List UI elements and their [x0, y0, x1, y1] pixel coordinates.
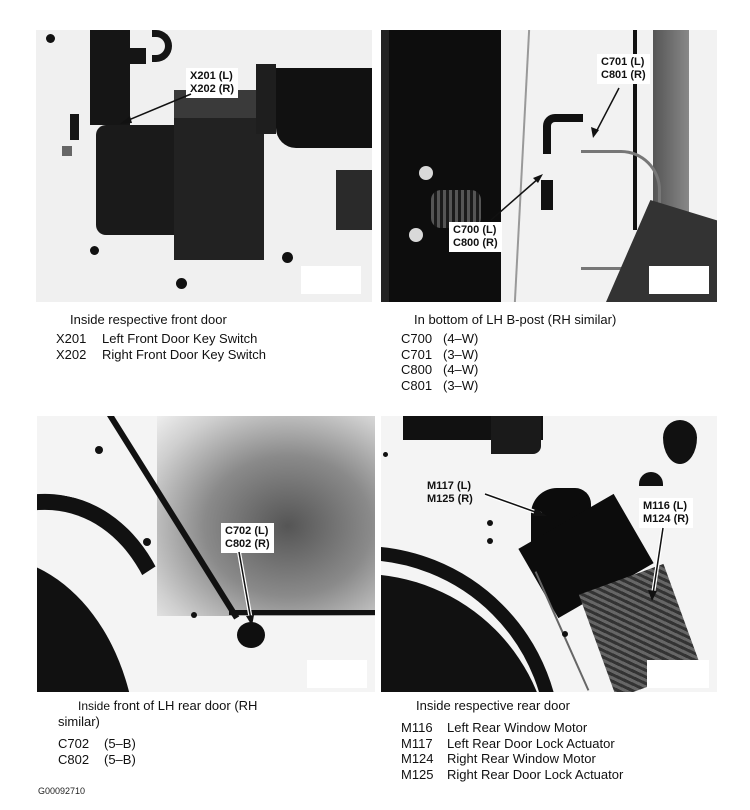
callout-x201-x202: X201 (L) X202 (R) [186, 68, 239, 98]
latch-column [90, 30, 130, 125]
photo-label-blank [301, 266, 361, 294]
legend-b-post: C700(4–W) C701(3–W) C800(4–W) C801(3–W) [401, 331, 478, 393]
legend-row: C702(5–B) [58, 736, 136, 751]
caption-lh-rear-door: Inside front of LH rear door (RH [78, 698, 258, 713]
screw-hole [562, 631, 568, 637]
harness-bottom [229, 610, 375, 615]
connector-body [541, 180, 553, 210]
callout-c702-c802: C702 (L) C802 (R) [221, 523, 274, 553]
screw-hole [90, 246, 99, 255]
caption-rear-door: Inside respective rear door [416, 698, 570, 713]
bolt [419, 166, 433, 180]
legend-row: C801(3–W) [401, 377, 479, 393]
latch-arm [124, 48, 146, 64]
access-hole [663, 420, 697, 464]
caption-lh-rear-door-cont: similar) [58, 714, 100, 729]
screw-hole [383, 452, 388, 457]
frame-edge [381, 30, 389, 302]
screw-hole [46, 34, 55, 43]
legend-row: C800(4–W) [401, 362, 479, 377]
photo-label-blank [649, 266, 709, 294]
legend-row: C701(3–W) [401, 346, 479, 362]
callout-m117-m125: M117 (L) M125 (R) [427, 480, 473, 505]
caption-front-door: Inside respective front door [70, 312, 227, 327]
screw-hole [176, 278, 187, 289]
callout-m116-m124: M116 (L) M124 (R) [639, 498, 693, 528]
bracket-arm [256, 64, 276, 134]
hook [152, 30, 172, 62]
legend-lh-rear-door: C702(5–B) C802(5–B) [58, 736, 136, 767]
screw-hole [95, 446, 103, 454]
corrugated-boot [431, 190, 481, 228]
crossbar [276, 68, 372, 148]
connector [237, 622, 265, 648]
screw-hole [143, 538, 151, 546]
photo-b-post: C701 (L) C801 (R) C700 (L) C800 (R) [381, 30, 717, 302]
post-line [513, 30, 531, 302]
top-latch [491, 416, 541, 454]
photo-label-blank [307, 660, 367, 688]
callout-c700-c800: C700 (L) C800 (R) [449, 222, 502, 252]
figure-id: G00092710 [38, 786, 86, 796]
door-panel-shade [157, 416, 375, 616]
screw-hole [282, 252, 293, 263]
photo-front-door: X201 (L) X202 (R) [36, 30, 372, 302]
photo-rear-door: M117 (L) M125 (R) M116 (L) M124 (R) [381, 416, 717, 692]
small-clip [70, 114, 79, 140]
door-frame-dark [381, 30, 501, 302]
photo-label-blank [647, 660, 709, 688]
small-block [62, 146, 72, 156]
side-pocket [336, 170, 372, 230]
photo-lh-rear-door: C702 (L) C802 (R) [37, 416, 375, 692]
legend-row: C700(4–W) [401, 331, 479, 346]
rail [633, 30, 637, 230]
bolt [409, 228, 423, 242]
screw-hole [487, 520, 493, 526]
access-hole-small [639, 472, 663, 486]
caption-b-post: In bottom of LH B-post (RH similar) [414, 312, 617, 327]
legend-row: C802(5–B) [58, 751, 136, 767]
connector-clip [543, 114, 583, 154]
callout-c701-c801: C701 (L) C801 (R) [597, 54, 650, 84]
screw-hole [191, 612, 197, 618]
screw-hole [487, 538, 493, 544]
